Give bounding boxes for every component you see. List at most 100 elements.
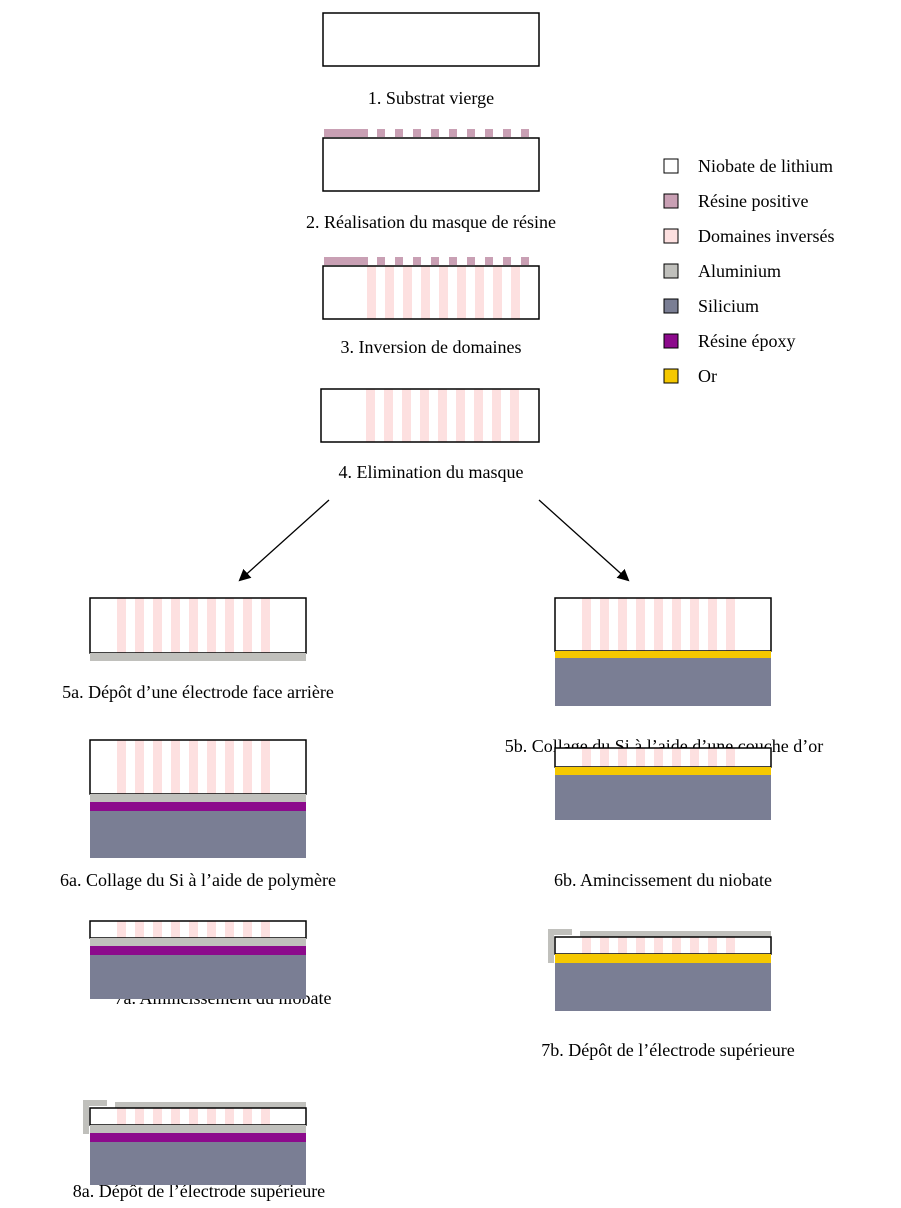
inverted-domain-stripe (600, 748, 609, 767)
inverted-domain-stripe (511, 266, 520, 319)
inverted-domain-stripe (636, 748, 645, 767)
caption-step-7b: 7b. Dépôt de l’électrode supérieure (541, 1040, 794, 1060)
step-7a-thinning (89, 920, 307, 999)
inverted-domain-stripe (690, 748, 699, 767)
inverted-domain-stripe (456, 389, 465, 442)
resist-strip (467, 257, 475, 265)
inverted-domain-stripe (117, 740, 126, 794)
inverted-domain-stripe (474, 389, 483, 442)
inverted-domain-stripe (582, 748, 591, 767)
inverted-domain-stripe (402, 389, 411, 442)
inverted-domain-stripe (672, 937, 681, 954)
silicon-wafer (90, 1142, 306, 1185)
step-6a-polymer-bonding (89, 739, 307, 858)
inverted-domain-stripe (654, 937, 663, 954)
legend-label-resine_positive: Résine positive (698, 191, 809, 211)
niobate-substrate (322, 12, 540, 67)
inverted-domain-stripe (367, 266, 376, 319)
inverted-domain-stripe (117, 598, 126, 653)
inverted-domain-stripe (654, 598, 663, 651)
inverted-domain-stripe (636, 937, 645, 954)
inverted-domain-stripe (420, 389, 429, 442)
legend-swatch-niobate (663, 158, 679, 174)
silicon-wafer (555, 963, 771, 1011)
legend-swatch-domaines_inverses (663, 228, 679, 244)
inverted-domain-stripe (135, 598, 144, 653)
gold-layer (555, 651, 771, 658)
inverted-domain-stripe (207, 921, 216, 938)
inverted-domain-stripe (726, 748, 735, 767)
step-3-domain-inversion (322, 257, 540, 320)
inverted-domain-stripe (384, 389, 393, 442)
caption-step-8a: 8a. Dépôt de l’électrode supérieure (73, 1181, 325, 1201)
resist-strip (485, 257, 493, 265)
inverted-domain-stripe (690, 937, 699, 954)
inverted-domain-stripe (189, 921, 198, 938)
inverted-domain-stripe (582, 598, 591, 651)
inverted-domain-stripe (618, 598, 627, 651)
caption-step-4: 4. Elimination du masque (339, 462, 524, 482)
inverted-domain-stripe (225, 921, 234, 938)
inverted-domain-stripe (366, 389, 375, 442)
aluminium-top-left (83, 1100, 107, 1106)
caption-step-6b: 6b. Amincissement du niobate (554, 870, 772, 890)
resist-strip (449, 129, 457, 137)
inverted-domain-stripe (654, 748, 663, 767)
resist-block (324, 129, 368, 137)
inverted-domain-stripe (153, 598, 162, 653)
inverted-domain-stripe (207, 598, 216, 653)
epoxy-layer (90, 946, 306, 955)
inverted-domain-stripe (385, 266, 394, 319)
resist-strip (413, 129, 421, 137)
aluminium-layer (90, 938, 306, 946)
resist-strip (449, 257, 457, 265)
inverted-domain-stripe (457, 266, 466, 319)
gold-layer (555, 954, 771, 963)
inverted-domain-stripe (690, 598, 699, 651)
resist-strip (431, 129, 439, 137)
aluminium-wrap-left (83, 1100, 89, 1134)
inverted-domain-stripe (493, 266, 502, 319)
resist-strip (395, 129, 403, 137)
caption-step-3: 3. Inversion de domaines (341, 337, 522, 357)
resist-strip (413, 257, 421, 265)
niobate-substrate (322, 265, 540, 320)
silicon-wafer (555, 658, 771, 706)
step-2-resist-mask (322, 129, 540, 192)
step-5a-backside-electrode (89, 597, 307, 661)
gold-layer (555, 767, 771, 775)
aluminium-layer (90, 653, 306, 661)
inverted-domain-stripe (189, 740, 198, 794)
inverted-domain-stripe (171, 921, 180, 938)
inverted-domain-stripe (171, 740, 180, 794)
resist-strip (431, 257, 439, 265)
step-5b-gold-bonding (554, 597, 772, 706)
step-8a-top-electrode (83, 1100, 307, 1185)
inverted-domain-stripe (421, 266, 430, 319)
inverted-domain-stripe (243, 921, 252, 938)
resist-strip (485, 129, 493, 137)
aluminium-top-electrode (115, 1102, 306, 1108)
resist-block (324, 257, 368, 265)
aluminium-layer (90, 794, 306, 802)
resist-strip (503, 129, 511, 137)
inverted-domain-stripe (582, 937, 591, 954)
inverted-domain-stripe (708, 748, 717, 767)
resist-strip (377, 129, 385, 137)
arrow-to-branch-b (538, 499, 630, 582)
inverted-domain-stripe (117, 1108, 126, 1125)
legend-swatch-aluminium (663, 263, 679, 279)
silicon-wafer (90, 811, 306, 858)
resist-strip (395, 257, 403, 265)
inverted-domain-stripe (225, 740, 234, 794)
inverted-domain-stripe (189, 1108, 198, 1125)
inverted-domain-stripe (243, 740, 252, 794)
resist-strip (377, 257, 385, 265)
inverted-domain-stripe (600, 598, 609, 651)
inverted-domain-stripe (153, 921, 162, 938)
legend-swatch-silicium (663, 298, 679, 314)
inverted-domain-stripe (261, 921, 270, 938)
epoxy-layer (90, 802, 306, 811)
